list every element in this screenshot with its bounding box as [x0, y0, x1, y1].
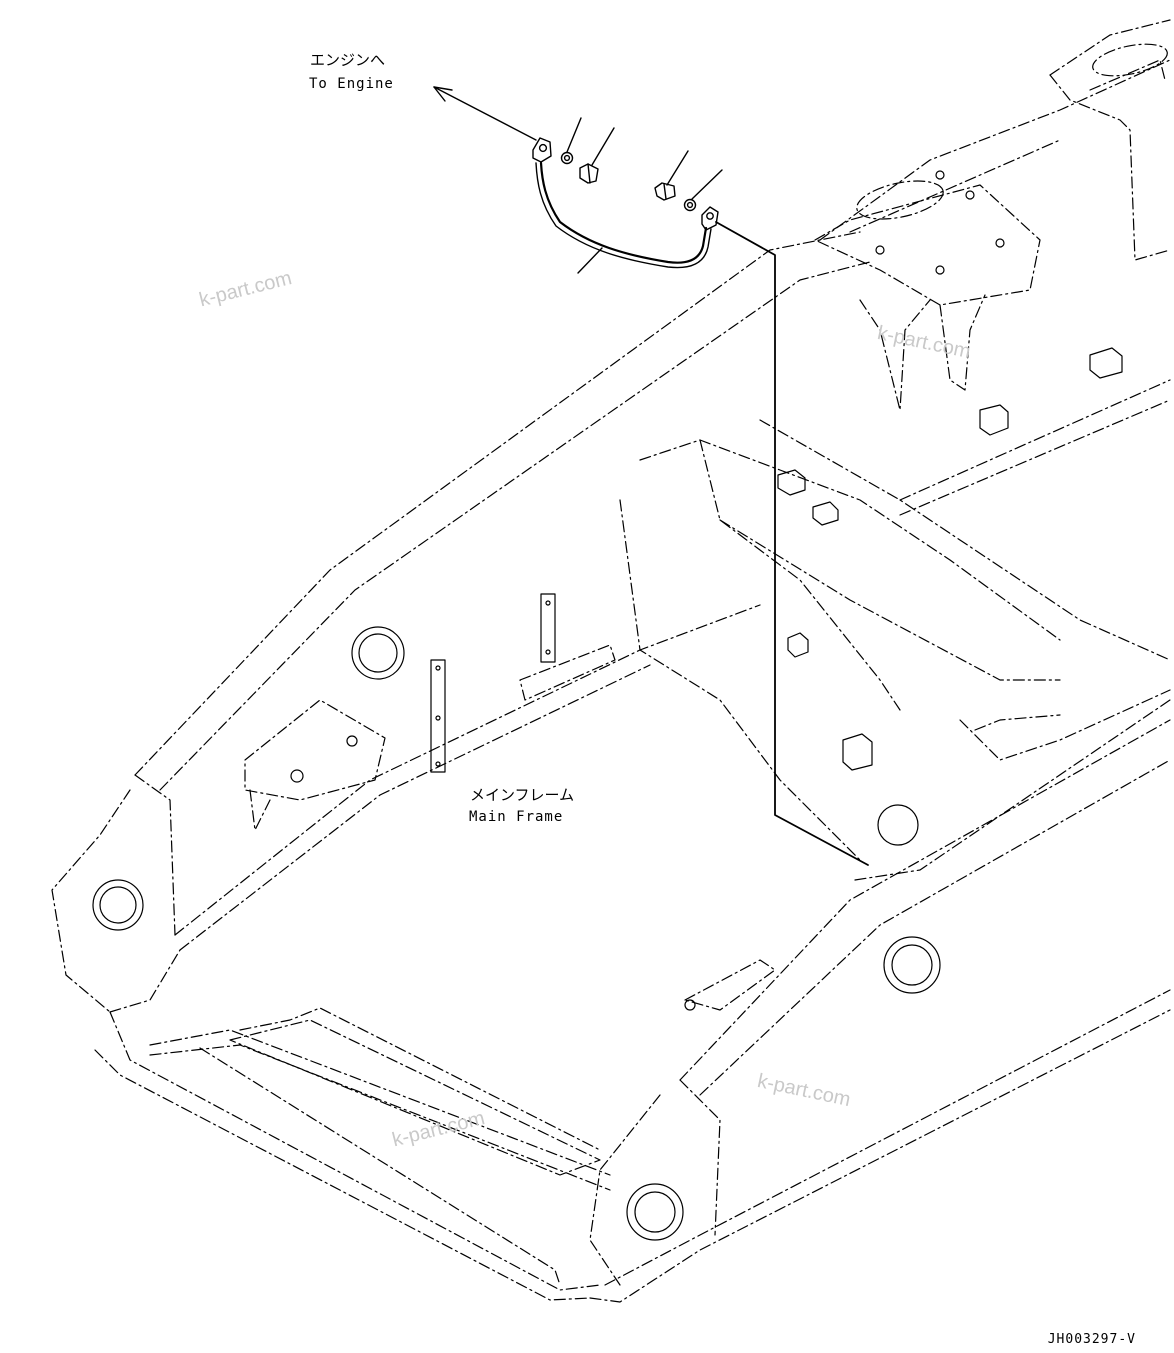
leader-bolt-1	[591, 127, 615, 166]
bolt-2	[654, 182, 676, 201]
ground-cable-assembly	[433, 86, 869, 866]
cable-terminal-engine	[532, 137, 552, 163]
pivot-boss-right	[883, 936, 941, 994]
cable-terminal-frame	[701, 206, 719, 231]
block-6	[787, 632, 809, 658]
block-3	[979, 404, 1009, 436]
leader-washer-1	[566, 117, 582, 153]
block-5	[842, 733, 873, 771]
main-frame-label-en: Main Frame	[469, 809, 564, 825]
pivot-boss-left	[351, 626, 405, 680]
pivot-boss-mid	[877, 804, 919, 846]
washer-1	[560, 151, 574, 165]
ground-route-line	[715, 221, 869, 866]
pivot-boss-front-right	[626, 1183, 684, 1241]
block-2	[812, 501, 839, 526]
tab-2	[430, 659, 446, 773]
washer-2	[683, 198, 697, 212]
block-1	[777, 469, 806, 496]
to-engine-label-en: To Engine	[309, 76, 394, 92]
ground-cable	[539, 161, 708, 264]
pivot-boss-front-left	[92, 879, 144, 931]
block-4	[1089, 347, 1123, 379]
drawing-code: JH003297-V	[1047, 1332, 1136, 1347]
frame-details	[92, 170, 1123, 1241]
leader-washer-2	[691, 169, 723, 200]
main-frame-label-ja: メインフレーム	[470, 786, 575, 804]
main-frame	[51, 19, 1171, 1303]
leader-cable	[577, 247, 603, 274]
to-engine-label-ja: エンジンへ	[310, 51, 386, 69]
leader-bolt-2	[666, 150, 689, 186]
to-engine-arrowhead	[433, 86, 453, 102]
tab-1	[540, 593, 556, 663]
bolt-1	[579, 163, 599, 184]
to-engine-leader-line	[433, 86, 537, 141]
